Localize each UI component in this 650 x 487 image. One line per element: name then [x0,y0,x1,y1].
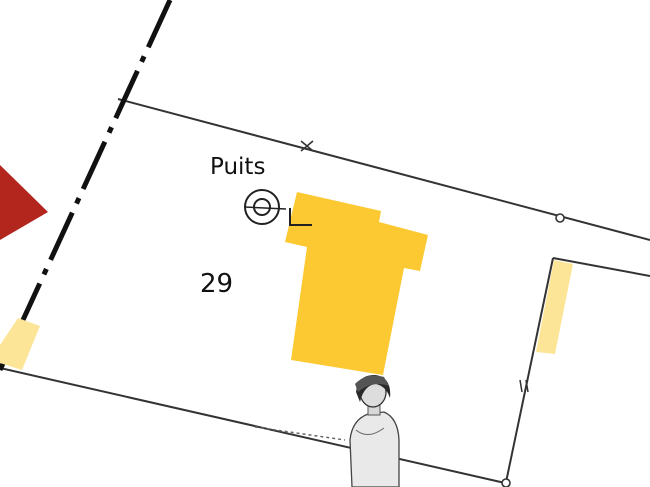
boundary-point-marker [555,213,565,223]
parcel-number: 29 [200,269,233,299]
parcel-boundary-bottom [0,367,506,484]
dotted-path [254,426,346,441]
commune-boundary [0,0,173,372]
parcel-boundary-top [117,98,650,241]
main-building [285,192,428,375]
annex-building-left [0,318,40,370]
annex-building-right [536,260,573,354]
red-arrow-icon [0,165,48,240]
boundary-point-marker-bottom [501,478,511,487]
parcel-boundary-inner-top [552,257,650,277]
woman-figure-icon [349,374,400,487]
well-label: Puits [210,154,265,180]
parcel-boundary-inner-left [504,257,554,487]
boundary-cross-mark [300,140,314,152]
well-symbol-icon [244,189,312,226]
parallel-tick-marks [519,379,529,393]
